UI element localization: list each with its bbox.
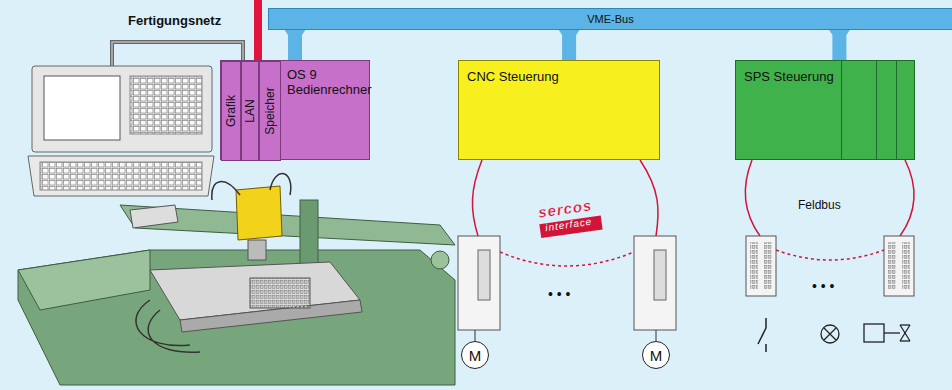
io-module (884, 236, 914, 296)
network-label: Fertigungsnetz (128, 13, 221, 28)
computer-box: OS 9 BedienrechnerGrafik LAN Speicher (220, 60, 370, 160)
switch-symbol (758, 318, 766, 352)
io-module (746, 236, 776, 296)
cnc-box: CNC Steuerung (458, 60, 660, 160)
node-text: VME-Bus (269, 12, 952, 27)
node-text: M (650, 348, 663, 363)
slot-module: Grafik (221, 61, 241, 161)
machine-tool (18, 174, 455, 385)
node-text: Speicher (263, 87, 278, 134)
lan-line (254, 0, 262, 62)
node-text: LAN (243, 99, 258, 122)
module-divider (841, 61, 842, 159)
node-text: CNC Steuerung (467, 69, 651, 84)
node-text: OS 9 Bedienrechner (287, 67, 357, 97)
slot-module: Speicher (259, 61, 281, 161)
node-text: SPS Steuerung (744, 69, 906, 84)
fieldbus-wire (900, 160, 914, 236)
ellipsis-mark: • • • (548, 286, 570, 302)
terminal (28, 66, 214, 196)
node-text: Grafik (224, 95, 239, 127)
node-text: M (469, 348, 482, 363)
servo-drive (458, 236, 500, 341)
sercos-wire (472, 160, 482, 236)
motor-circle: M (642, 341, 670, 369)
module-divider (876, 61, 877, 159)
slot-module: LAN (241, 61, 259, 161)
sercos-wire (640, 160, 658, 236)
bus-tap (828, 29, 850, 61)
valve-symbol (864, 324, 910, 342)
ellipsis-mark: • • • (812, 278, 834, 294)
fieldbus-ring (776, 250, 884, 260)
bus-label: Feldbus (798, 198, 841, 212)
bus-tap (558, 29, 580, 61)
lamp-symbol (821, 325, 839, 343)
servo-drive (634, 236, 676, 341)
module-divider (896, 61, 897, 159)
sercos-ring (500, 252, 634, 266)
motor-circle: M (461, 341, 489, 369)
bus-tap (284, 29, 306, 61)
fieldbus-wire (745, 160, 760, 236)
plc-box: SPS Steuerung (735, 60, 915, 160)
bus-band: VME-Bus (268, 8, 952, 30)
